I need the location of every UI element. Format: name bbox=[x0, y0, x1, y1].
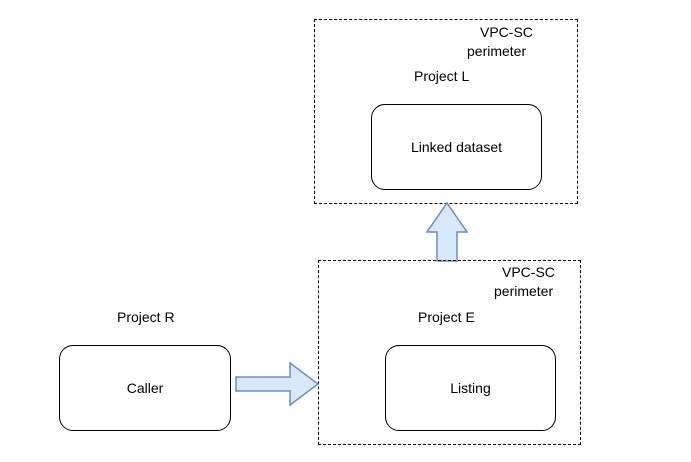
perimeter-top-label-line1: VPC-SC bbox=[480, 24, 533, 40]
right-arrow-shape bbox=[235, 361, 320, 407]
perimeter-bottom-label-line2: perimeter bbox=[494, 283, 554, 299]
perimeter-bottom-label: VPC-SC perimeter bbox=[494, 262, 555, 301]
up-arrow-shape bbox=[425, 201, 469, 262]
linked-dataset-node[interactable]: Linked dataset bbox=[371, 104, 542, 190]
caller-node[interactable]: Caller bbox=[59, 345, 231, 431]
perimeter-top-label-line2: perimeter bbox=[467, 43, 527, 59]
linked-dataset-label: Linked dataset bbox=[410, 139, 503, 155]
perimeter-bottom-label-line1: VPC-SC bbox=[502, 264, 555, 280]
project-e-label: Project E bbox=[418, 309, 475, 325]
vpc-sc-perimeter-bottom bbox=[318, 260, 581, 445]
up-arrow bbox=[425, 201, 469, 262]
project-r-label: Project R bbox=[117, 309, 175, 325]
project-l-label: Project L bbox=[414, 68, 470, 84]
perimeter-top-label: VPC-SC perimeter bbox=[467, 22, 533, 61]
listing-node[interactable]: Listing bbox=[385, 345, 556, 431]
right-arrow bbox=[235, 361, 320, 407]
caller-label: Caller bbox=[126, 380, 164, 396]
listing-label: Listing bbox=[450, 380, 491, 396]
